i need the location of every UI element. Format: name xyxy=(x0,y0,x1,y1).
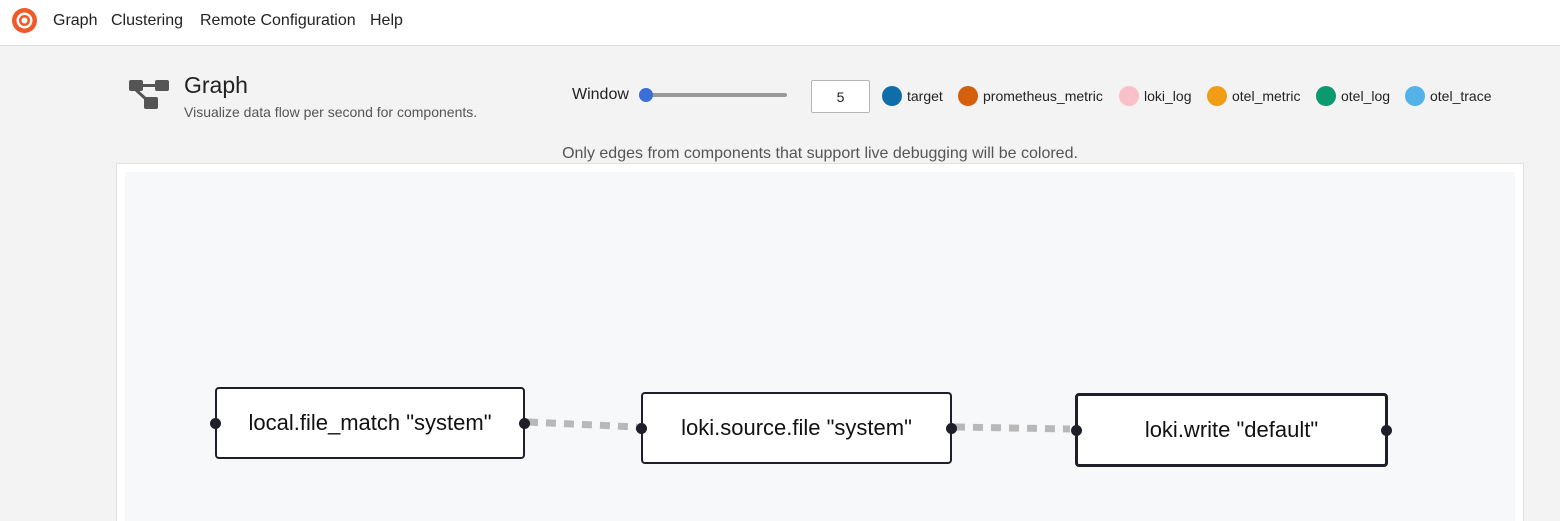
live-debugging-notice: Only edges from components that support … xyxy=(562,145,1078,162)
node-input-handle[interactable] xyxy=(210,417,221,429)
window-value-input[interactable] xyxy=(811,80,870,113)
legend-label: loki_log xyxy=(1144,88,1192,104)
top-navbar: Graph Clustering Remote Configuration He… xyxy=(0,0,1560,46)
window-slider-thumb[interactable] xyxy=(638,88,653,102)
node-output-handle[interactable] xyxy=(1381,424,1392,436)
graph-edges xyxy=(527,418,1071,433)
graph-icon xyxy=(129,80,169,109)
node-loki-source-file[interactable]: loki.source.file "system" xyxy=(636,392,957,464)
nav-link-graph[interactable]: Graph xyxy=(53,12,98,29)
legend-dot-icon xyxy=(1119,86,1139,106)
nav-link-remote-configuration[interactable]: Remote Configuration xyxy=(200,12,356,29)
window-slider[interactable] xyxy=(640,93,787,97)
node-input-handle[interactable] xyxy=(636,422,647,434)
node-label: loki.write "default" xyxy=(1144,417,1319,442)
window-label: Window xyxy=(572,86,629,103)
nav-link-help[interactable]: Help xyxy=(370,12,403,29)
legend-dot-icon xyxy=(1207,86,1227,106)
node-input-handle[interactable] xyxy=(1071,424,1082,436)
legend-dot-icon xyxy=(1405,86,1425,106)
legend-label: otel_trace xyxy=(1430,88,1492,104)
legend-dot-icon xyxy=(958,86,978,106)
legend-item-otel-log: otel_log xyxy=(1316,86,1390,106)
legend-item-loki-log: loki_log xyxy=(1119,86,1191,106)
legend-item-otel-metric: otel_metric xyxy=(1207,86,1300,106)
legend-label: otel_metric xyxy=(1232,88,1301,104)
node-label: local.file_match "system" xyxy=(248,410,492,435)
node-label: loki.source.file "system" xyxy=(681,415,912,440)
page-title: Graph xyxy=(184,72,248,98)
node-local-file-match[interactable]: local.file_match "system" xyxy=(210,387,530,459)
legend-item-prometheus-metric: prometheus_metric xyxy=(958,86,1103,106)
legend-label: otel_log xyxy=(1341,88,1391,104)
graph-canvas[interactable]: local.file_match "system" loki.source.fi… xyxy=(125,172,1515,521)
legend-item-otel-trace: otel_trace xyxy=(1405,86,1491,106)
edge-local-file-match-to-loki-source-file[interactable] xyxy=(527,418,638,431)
legend-label: target xyxy=(907,88,943,104)
grafana-alloy-logo-icon[interactable] xyxy=(11,7,38,34)
node-output-handle[interactable] xyxy=(946,422,957,434)
legend-label: prometheus_metric xyxy=(983,88,1103,104)
legend-dot-icon xyxy=(882,86,902,106)
page-subtitle: Visualize data flow per second for compo… xyxy=(184,104,478,120)
nav-link-clustering[interactable]: Clustering xyxy=(111,12,184,29)
edge-loki-source-file-to-loki-write[interactable] xyxy=(954,423,1071,433)
node-output-handle[interactable] xyxy=(519,417,530,429)
node-loki-write[interactable]: loki.write "default" xyxy=(1071,393,1392,467)
legend-item-target: target xyxy=(882,86,943,106)
legend-dot-icon xyxy=(1316,86,1336,106)
